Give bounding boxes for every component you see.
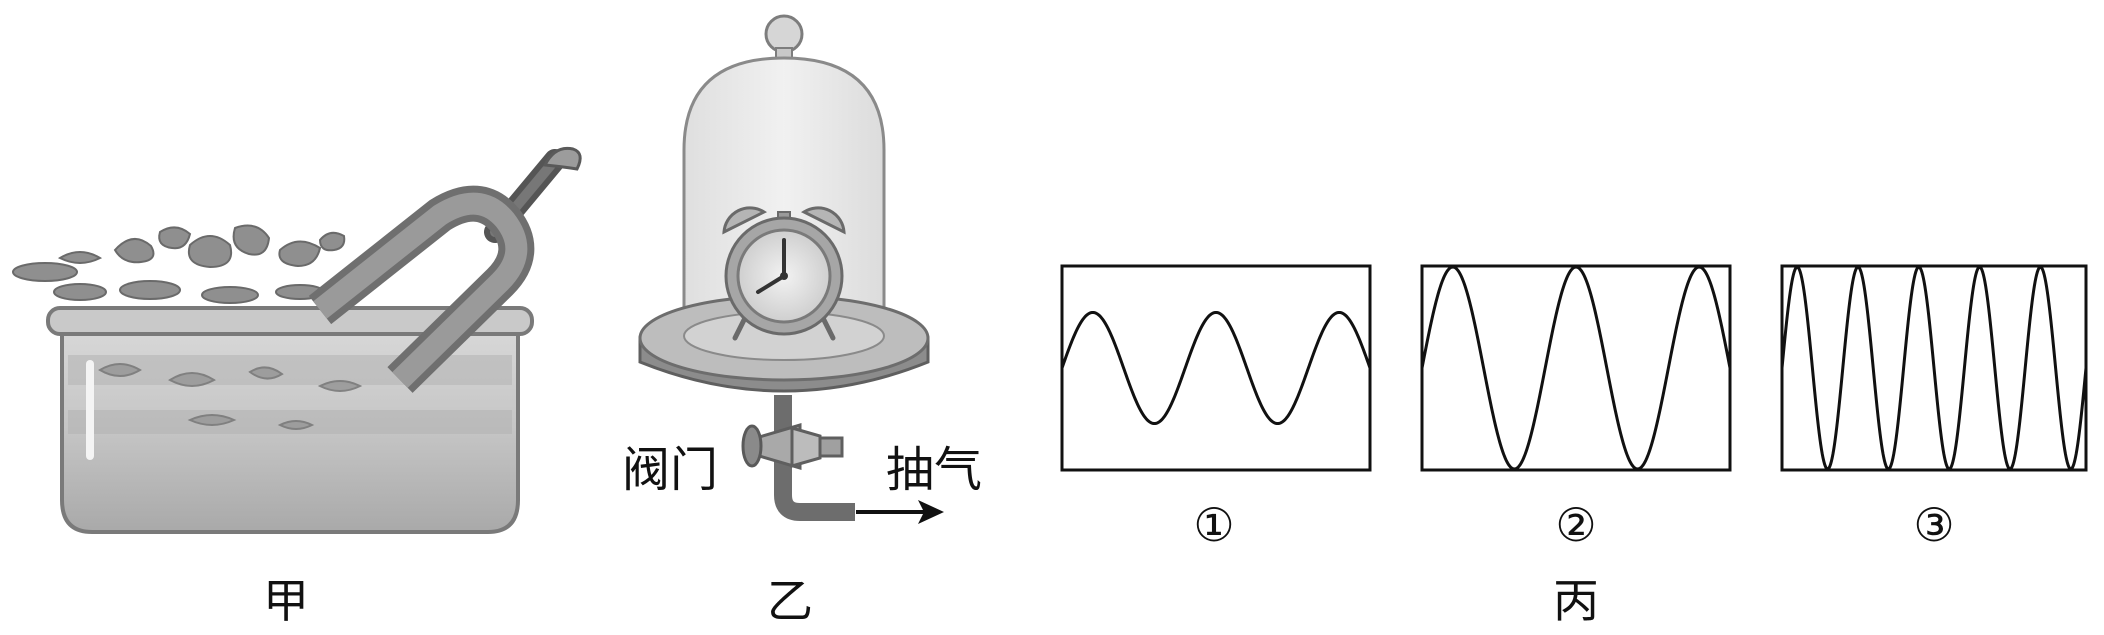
water-splash	[12, 224, 375, 304]
waveform-label-1: ①	[1193, 498, 1235, 552]
caption-yi: 乙	[767, 574, 813, 628]
tuning-fork	[308, 146, 582, 393]
pot-rim	[46, 306, 534, 336]
tuning-fork-water-illustration	[12, 146, 582, 534]
waveform-frame-1	[1060, 264, 1372, 472]
waveforms	[1060, 264, 2088, 472]
pump-label: 抽气	[886, 442, 983, 498]
bell-jar-knob	[764, 14, 804, 54]
alarm-clock	[722, 206, 846, 341]
pump-arrow	[856, 500, 944, 524]
waveform-label-3: ③	[1913, 498, 1955, 552]
valve	[741, 422, 844, 471]
bell-jar-illustration	[638, 14, 944, 524]
valve-label: 阀门	[622, 442, 719, 498]
waveform-label-2: ②	[1555, 498, 1597, 552]
caption-bing: 丙	[1553, 574, 1599, 628]
caption-jia: 甲	[263, 574, 309, 628]
waveform-2	[1420, 265, 1732, 471]
waveform-3	[1780, 265, 2088, 471]
waveform-1	[1060, 310, 1372, 426]
